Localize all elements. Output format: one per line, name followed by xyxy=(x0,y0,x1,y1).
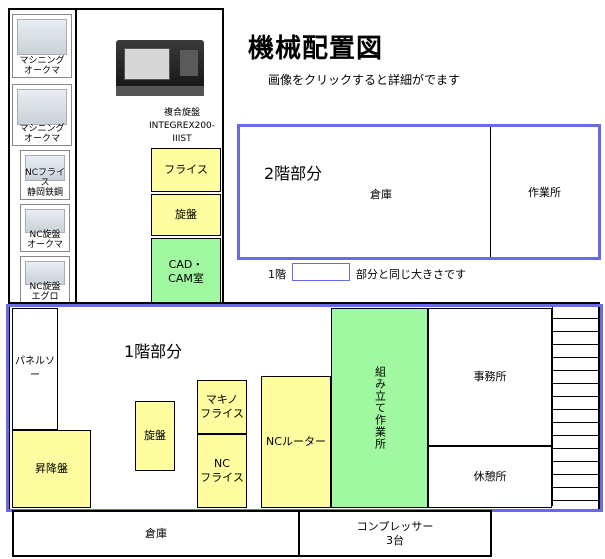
thumbnail-caption: NCフライス静岡鉄鋼 xyxy=(24,168,66,198)
thumbnail-caption: マシニングオークマ xyxy=(19,56,65,76)
machine-image xyxy=(25,261,65,285)
page-subtitle: 画像をクリックすると詳細がでます xyxy=(268,73,461,87)
assembly-label: 組み立て作業所 xyxy=(373,366,387,450)
machine-image xyxy=(17,89,67,125)
lathe-image xyxy=(116,40,204,96)
floor2-workplace[interactable]: 作業所 xyxy=(528,186,561,199)
thumbnail-machining-1[interactable]: マシニングオークマ xyxy=(12,14,72,78)
room-lift[interactable]: 昇降盤 xyxy=(12,430,91,508)
floor2-label: 2階部分 xyxy=(264,164,323,183)
left-building-divider xyxy=(75,8,77,310)
floor2-divider xyxy=(490,127,491,257)
machine-image xyxy=(25,209,65,233)
page-title: 機械配置図 xyxy=(248,34,384,64)
stairs xyxy=(552,306,598,506)
floor1-label: 1階部分 xyxy=(124,342,183,361)
floor2-storage[interactable]: 倉庫 xyxy=(370,188,392,201)
room-office[interactable]: 事務所 xyxy=(428,308,552,446)
room-panel-saw[interactable]: パネルソー xyxy=(12,308,58,430)
thumbnail-nc-milling[interactable]: NCフライス静岡鉄鋼 xyxy=(20,150,70,200)
room-makino-milling[interactable]: マキノフライス xyxy=(197,380,247,434)
legend-prefix: 1階 xyxy=(268,268,286,281)
room-cad-cam[interactable]: CAD・CAM室 xyxy=(151,238,221,306)
room-break[interactable]: 休憩所 xyxy=(428,446,552,508)
bottom-storage[interactable]: 倉庫 xyxy=(12,510,300,557)
room-nc-router[interactable]: NCルーター xyxy=(261,376,331,508)
thumbnail-composite-lathe[interactable] xyxy=(110,34,214,100)
room-lathe-floor1[interactable]: 旋盤 xyxy=(135,401,175,471)
thumbnail-caption: NC旋盤エグロ xyxy=(29,282,61,302)
thumbnail-nc-lathe-okuma[interactable]: NC旋盤オークマ xyxy=(20,204,70,252)
thumbnail-machining-2[interactable]: マシニングオークマ xyxy=(12,84,72,146)
legend-swatch xyxy=(292,263,350,281)
thumbnail-caption: マシニングオークマ xyxy=(19,124,65,144)
machine-image xyxy=(25,155,65,181)
room-milling[interactable]: フライス xyxy=(151,148,221,192)
legend-suffix: 部分と同じ大きさです xyxy=(356,268,466,281)
room-assembly[interactable]: 組み立て作業所 xyxy=(331,308,428,508)
room-lathe-left[interactable]: 旋盤 xyxy=(151,194,221,236)
thumbnail-caption: NC旋盤オークマ xyxy=(26,230,63,250)
machine-image xyxy=(17,19,67,55)
floor2-block xyxy=(237,124,601,260)
thumbnail-nc-lathe-eguro[interactable]: NC旋盤エグロ xyxy=(20,256,70,304)
